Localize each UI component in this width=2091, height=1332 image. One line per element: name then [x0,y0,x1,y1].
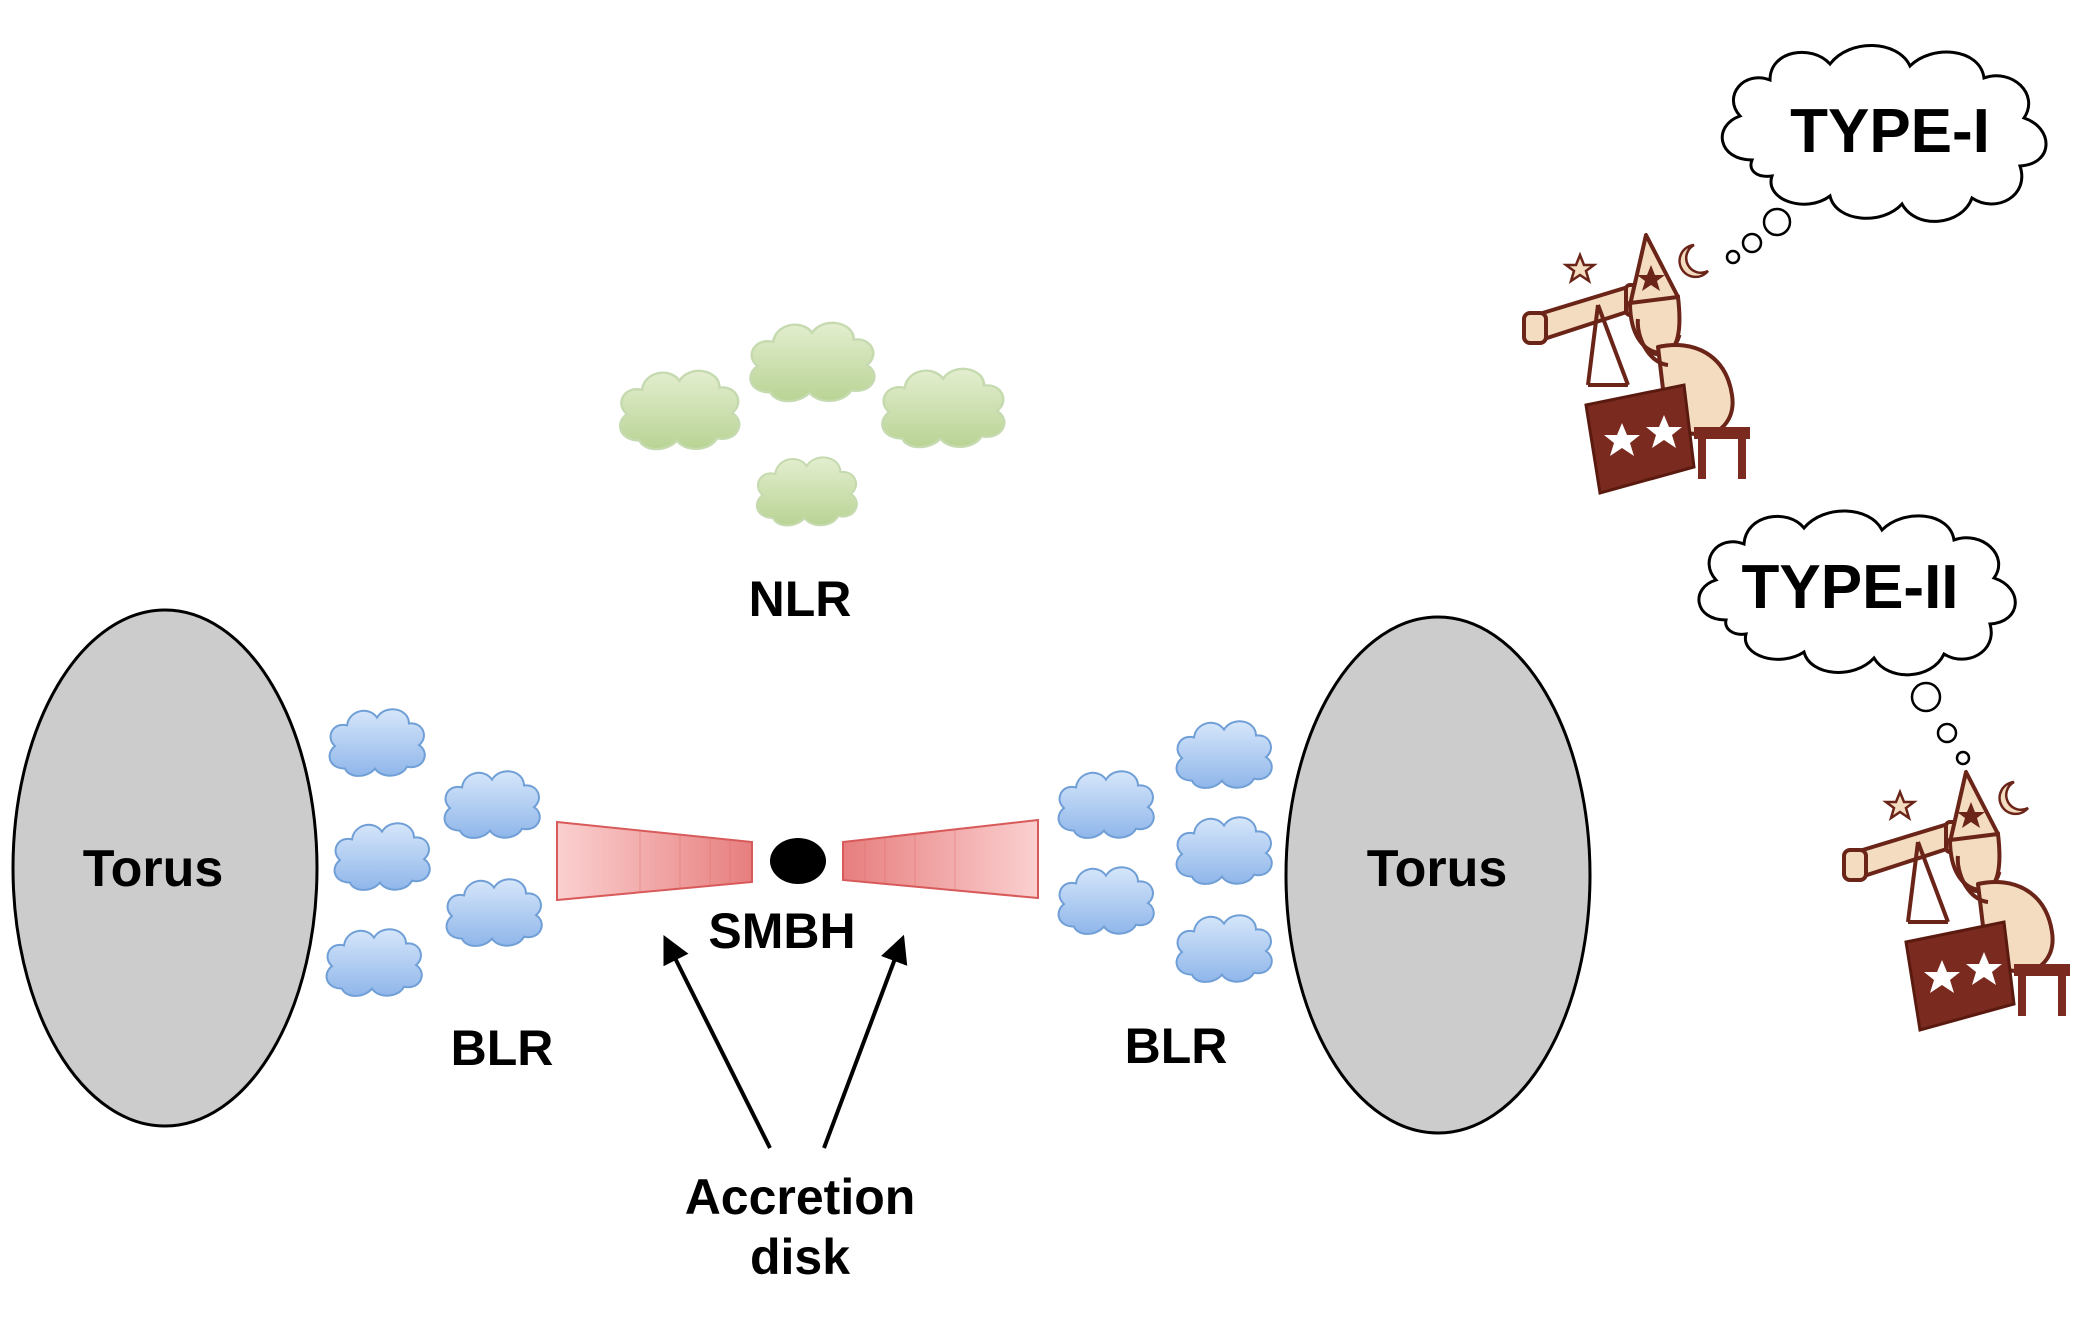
blr-cloud [1057,770,1155,839]
nlr-cloud [618,369,741,451]
blr-cloud [328,708,426,777]
nlr-cloud [881,367,1006,449]
blr-cloud [445,878,543,947]
accretion-disk-label-line1: Accretion [685,1169,916,1225]
arrow-to-disk-right [822,934,908,1149]
smbh-black-hole [770,838,826,884]
arrow-to-disk-left [663,934,772,1149]
blr-cloud [1175,914,1273,983]
blr-cloud [325,928,423,997]
accretion-disk-left [556,820,753,902]
blr-clouds-right [1057,720,1273,983]
torus-right [1284,615,1592,1135]
accretion-disk-texture [639,830,956,892]
thought-bubble-type2 [1697,509,2017,766]
nlr-label: NLR [749,571,852,627]
blr-cloud [1057,866,1155,935]
accretion-disk-label-line2: disk [750,1229,850,1285]
blr-cloud [333,822,431,891]
torus-left [11,608,319,1128]
blr-left-label: BLR [451,1020,554,1076]
blr-cloud [1175,720,1273,789]
blr-cloud [1175,816,1273,885]
nlr-cloud [749,321,876,403]
blr-cloud [443,770,541,839]
torus-right-label: Torus [1367,840,1508,898]
torus-left-label: Torus [83,840,224,898]
blr-right-label: BLR [1125,1018,1228,1074]
type2-label: TYPE-II [1741,553,1958,622]
nlr-cloud [755,456,858,527]
accretion-disk-right [842,818,1039,900]
thought-bubble-type1 [1720,44,2048,265]
type1-label: TYPE-I [1790,97,1990,166]
observer-wizard-type2 [1842,770,2072,1032]
nlr-clouds [618,321,1006,527]
observer-wizard-type1 [1522,233,1752,495]
blr-clouds-left [325,708,543,997]
smbh-label: SMBH [708,903,855,959]
